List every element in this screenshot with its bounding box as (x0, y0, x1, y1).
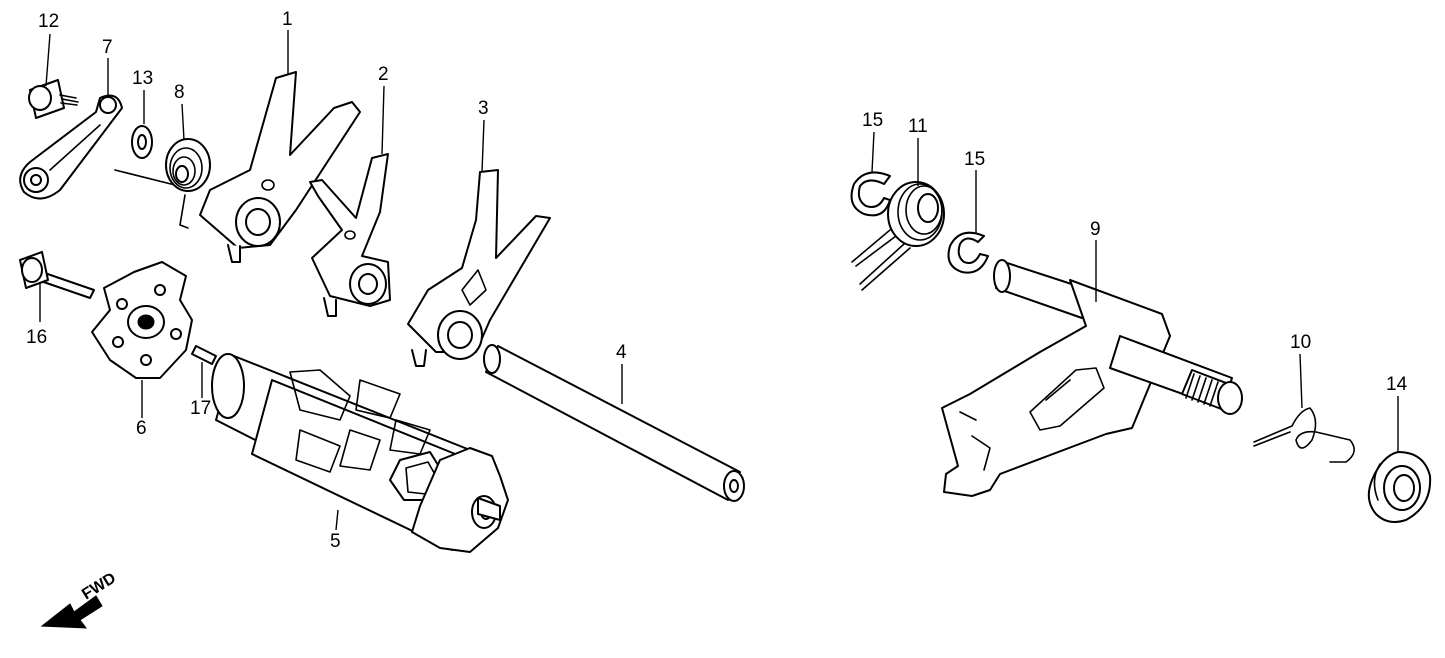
part-12-bolt (28, 79, 79, 119)
callout-3: 3 (478, 98, 489, 119)
part-3-shift-fork (407, 169, 551, 367)
forward-direction-indicator: FWD (40, 570, 119, 629)
callout-12: 12 (38, 11, 59, 32)
fwd-label: FWD (79, 570, 119, 604)
part-9-gearshift-spindle (941, 259, 1243, 497)
callout-15-right: 15 (964, 149, 985, 170)
callout-7: 7 (102, 37, 113, 58)
callout-2: 2 (378, 64, 389, 85)
callout-10: 10 (1290, 332, 1311, 353)
part-17-dowel-pin (191, 345, 217, 365)
callout-13: 13 (132, 68, 153, 89)
part-1-shift-fork (199, 71, 361, 263)
callout-5: 5 (330, 531, 341, 552)
part-6-star-plate (91, 261, 193, 379)
part-7-stopper-arm (19, 94, 123, 200)
callout-9: 9 (1090, 219, 1101, 240)
part-number-callouts: 12 7 13 8 1 2 3 4 5 6 17 16 15 11 15 9 1… (26, 9, 1408, 552)
callout-6: 6 (136, 418, 147, 439)
part-15-circlip-left (850, 171, 891, 217)
part-16-bolt (19, 251, 95, 299)
callout-8: 8 (174, 82, 185, 103)
part-15-circlip-right (947, 231, 989, 274)
part-5-shift-drum (211, 353, 509, 553)
part-4-fork-shaft (483, 344, 745, 502)
callout-16: 16 (26, 327, 47, 348)
callout-4: 4 (616, 342, 627, 363)
callout-15-left: 15 (862, 110, 883, 131)
callout-11: 11 (908, 116, 928, 137)
part-10-return-spring (1253, 407, 1355, 463)
part-14-oil-seal (1367, 451, 1432, 523)
leader-lines (39, 30, 1399, 531)
callout-17: 17 (190, 398, 211, 419)
part-2-shift-fork (309, 153, 391, 317)
part-11-spring (851, 181, 945, 291)
part-8-spring (114, 138, 211, 229)
callout-14: 14 (1386, 374, 1408, 395)
callout-1: 1 (282, 9, 293, 30)
part-13-washer (131, 125, 153, 159)
